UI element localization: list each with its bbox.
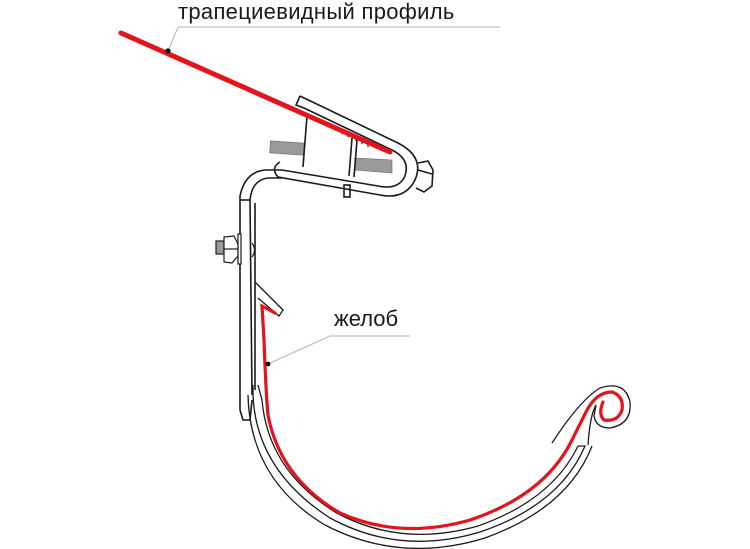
gutter-label: желоб xyxy=(334,306,399,331)
profile-label: трапециевидный профиль xyxy=(178,0,455,24)
gutter xyxy=(260,303,624,531)
gutter-leader-line xyxy=(265,335,410,367)
bracket-hook xyxy=(239,169,282,421)
profile-leader-line xyxy=(165,26,500,54)
clamp xyxy=(273,95,434,198)
gutter-holder-strap xyxy=(247,281,631,549)
mounting-bolt xyxy=(215,233,256,265)
trapezoidal-profile xyxy=(118,30,393,155)
clamp-bolt-thread xyxy=(269,140,393,174)
